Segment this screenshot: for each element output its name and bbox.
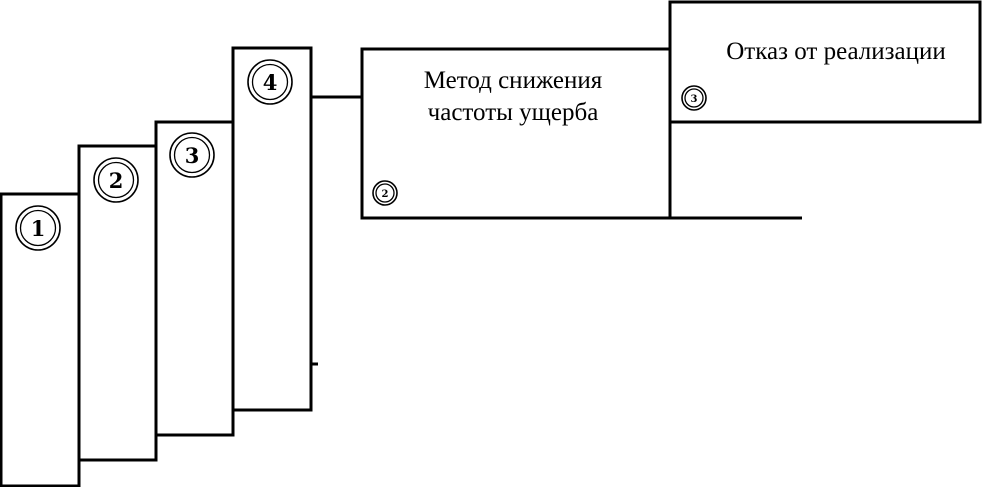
step-number-3: 3 <box>185 143 200 168</box>
step-column-1: 1 <box>0 192 81 487</box>
refusal-box: Отказ от реализации 3 <box>668 0 982 124</box>
step-column-2: 2 <box>77 144 158 462</box>
method-box-badge: 2 <box>382 189 389 200</box>
step-column-4: 4 <box>231 46 313 412</box>
step-number-2: 2 <box>109 168 124 193</box>
refusal-box-badge: 3 <box>691 94 698 105</box>
refusal-box-title: Отказ от реализации <box>726 38 946 65</box>
step-number-4: 4 <box>263 70 278 95</box>
step-column-3: 3 <box>154 120 235 437</box>
method-box: Метод снижения частоты ущерба 2 <box>360 47 672 220</box>
method-box-title-line1: Метод снижения <box>424 67 603 94</box>
method-box-title-line2: частоты ущерба <box>428 99 599 126</box>
step-number-1: 1 <box>31 216 46 241</box>
